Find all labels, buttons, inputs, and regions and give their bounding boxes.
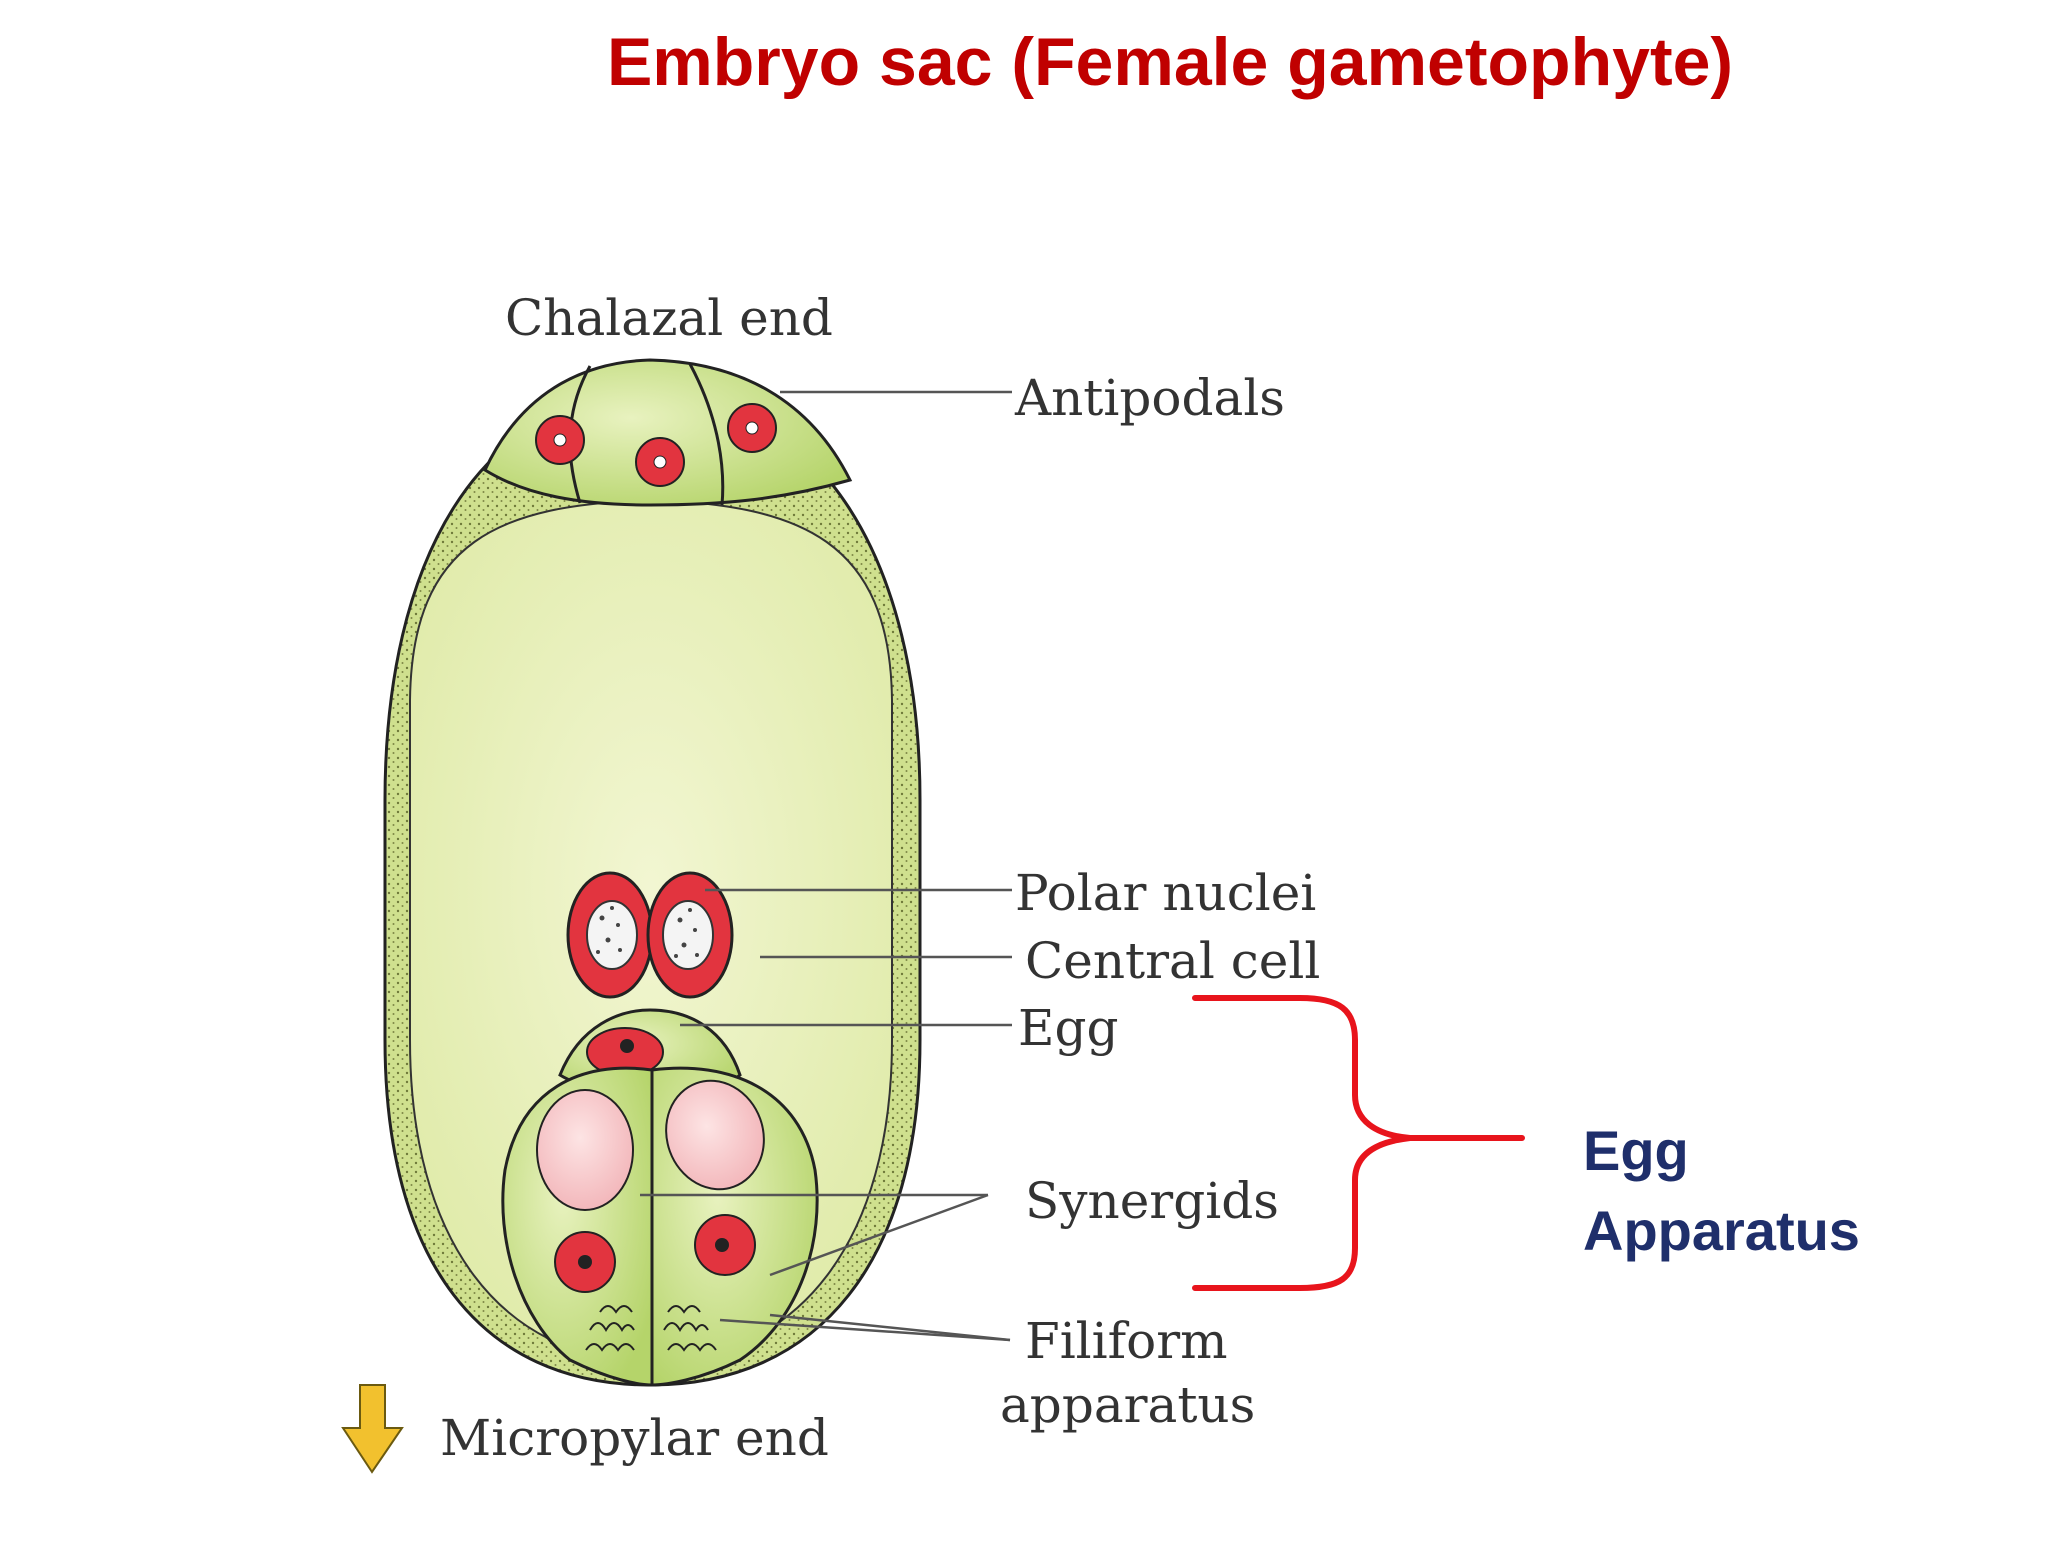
label-filiform: Filiform bbox=[1025, 1312, 1228, 1370]
label-micropylar-end: Micropylar end bbox=[440, 1409, 829, 1467]
label-chalazal-end: Chalazal end bbox=[505, 289, 833, 347]
leader-lines bbox=[640, 390, 1012, 1342]
label-antipodals: Antipodals bbox=[1014, 369, 1285, 427]
filiform-apparatus bbox=[585, 1305, 717, 1352]
egg-apparatus-brace bbox=[1192, 995, 1525, 1291]
label-polar-nuclei: Polar nuclei bbox=[1015, 864, 1316, 922]
label-synergids: Synergids bbox=[1025, 1172, 1279, 1230]
label-central-cell: Central cell bbox=[1025, 932, 1320, 990]
polar-nuclei bbox=[566, 871, 734, 999]
down-arrow-icon bbox=[341, 1384, 404, 1474]
synergids bbox=[501, 1066, 819, 1387]
label-apparatus: apparatus bbox=[1000, 1376, 1255, 1434]
egg-apparatus-label-line2: Apparatus bbox=[1583, 1199, 1860, 1262]
egg-apparatus-label-line1: Egg bbox=[1583, 1119, 1689, 1182]
antipodal-cells bbox=[483, 358, 853, 507]
label-egg: Egg bbox=[1018, 999, 1119, 1057]
page-title: Embryo sac (Female gametophyte) bbox=[607, 24, 1733, 100]
